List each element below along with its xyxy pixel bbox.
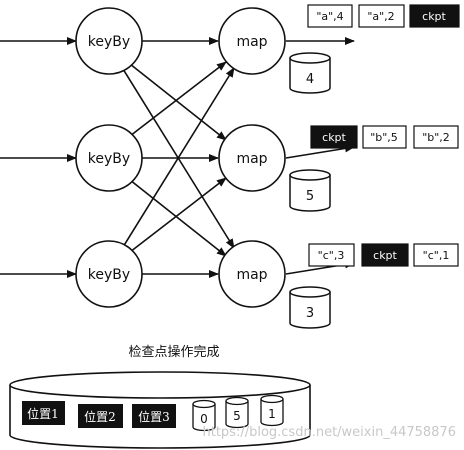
- map-label: map: [236, 267, 267, 283]
- barrier-text: ckpt: [422, 10, 446, 23]
- position-box: 位置2: [78, 404, 123, 428]
- snapshot-value: 0: [200, 412, 208, 426]
- state-store-3: 3: [289, 286, 331, 329]
- record-box: "b",2: [413, 125, 459, 149]
- keyby-label: keyBy: [88, 34, 130, 50]
- record-text: "a",2: [367, 10, 394, 23]
- record-text: "c",1: [423, 249, 450, 262]
- watermark-text: https://blog.csdn.net/weixin_44758876: [202, 425, 456, 440]
- barrier-text: ckpt: [322, 131, 346, 144]
- checkpoint-barrier: ckpt: [361, 243, 409, 267]
- checkpoint-title: 检查点操作完成: [128, 344, 219, 360]
- map-node-3: map: [218, 240, 286, 308]
- keyby-node-2: keyBy: [75, 124, 143, 192]
- cross-arrow-k3-m2: [129, 177, 227, 253]
- record-box: "b",5: [362, 125, 407, 149]
- record-box: "c",1: [413, 243, 459, 267]
- cross-arrow-k3-m1: [122, 67, 235, 248]
- record-box: "a",2: [358, 4, 405, 28]
- map-node-1: map: [218, 7, 286, 75]
- map-label: map: [236, 34, 267, 50]
- position-label: 位置1: [27, 406, 59, 421]
- snapshot-state-2: 5: [225, 396, 249, 429]
- checkpoint-barrier: ckpt: [310, 125, 358, 149]
- snapshot-value: 5: [233, 409, 241, 423]
- state-value: 3: [306, 306, 314, 321]
- state-value: 4: [306, 72, 314, 87]
- position-label: 位置3: [138, 409, 170, 424]
- record-text: "b",5: [370, 131, 398, 144]
- output-arrow-2: [285, 144, 355, 159]
- record-text: "b",2: [422, 131, 450, 144]
- keyby-label: keyBy: [88, 267, 130, 283]
- position-box: 位置1: [22, 401, 65, 425]
- cross-arrow-k1-m2: [129, 63, 227, 141]
- cross-arrow-k2-m1: [129, 61, 227, 137]
- position-label: 位置2: [84, 409, 116, 424]
- state-store-1: 4: [289, 52, 331, 94]
- cross-arrow-k2-m3: [129, 179, 227, 257]
- snapshot-state-3: 1: [260, 394, 284, 427]
- checkpoint-barrier: ckpt: [409, 4, 460, 28]
- record-box: "a",4: [307, 4, 353, 28]
- snapshot-value: 1: [268, 407, 276, 421]
- map-label: map: [236, 151, 267, 167]
- record-box: "c",3: [308, 243, 355, 267]
- state-store-2: 5: [289, 169, 331, 212]
- keyby-label: keyBy: [88, 151, 130, 167]
- state-value: 5: [306, 189, 314, 204]
- record-text: "c",3: [318, 249, 345, 262]
- map-node-2: map: [218, 124, 286, 192]
- record-text: "a",4: [316, 10, 343, 23]
- position-box: 位置3: [132, 404, 176, 428]
- snapshot-state-1: 0: [192, 399, 216, 432]
- keyby-node-3: keyBy: [75, 240, 143, 308]
- keyby-node-1: keyBy: [75, 7, 143, 75]
- barrier-text: ckpt: [373, 249, 397, 262]
